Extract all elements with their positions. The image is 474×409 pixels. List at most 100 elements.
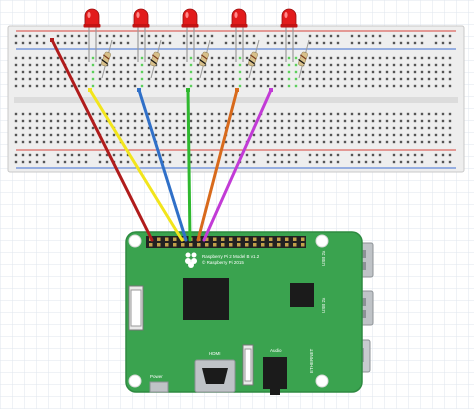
hole bbox=[364, 56, 368, 60]
hole bbox=[189, 119, 193, 123]
hole bbox=[329, 133, 333, 137]
hole bbox=[119, 126, 123, 130]
hole bbox=[385, 126, 389, 130]
rail-hole bbox=[224, 41, 228, 45]
hole bbox=[161, 119, 165, 123]
rail-hole bbox=[413, 153, 417, 157]
hole bbox=[315, 140, 319, 144]
hole bbox=[301, 119, 305, 123]
rail-hole bbox=[252, 160, 256, 164]
hole bbox=[147, 112, 151, 116]
hole bbox=[42, 126, 46, 130]
hole bbox=[196, 77, 200, 81]
rail-hole bbox=[182, 34, 186, 38]
hole bbox=[406, 56, 410, 60]
hole bbox=[392, 126, 396, 130]
hole bbox=[203, 70, 207, 74]
hole bbox=[336, 140, 340, 144]
rail-hole bbox=[420, 34, 424, 38]
hole bbox=[154, 84, 158, 88]
rail-hole bbox=[21, 160, 25, 164]
hole bbox=[161, 140, 165, 144]
hole bbox=[70, 56, 74, 60]
hole bbox=[266, 126, 270, 130]
hole bbox=[252, 140, 256, 144]
hole bbox=[315, 70, 319, 74]
hole bbox=[154, 77, 158, 81]
hole bbox=[224, 119, 228, 123]
hole bbox=[14, 63, 18, 67]
rail-hole bbox=[210, 160, 214, 164]
hole bbox=[119, 63, 123, 67]
hole bbox=[245, 56, 249, 60]
rail-hole bbox=[28, 34, 32, 38]
hole bbox=[357, 140, 361, 144]
gpio-pin bbox=[213, 237, 217, 241]
gpio-pin bbox=[269, 243, 273, 247]
rail-hole bbox=[28, 160, 32, 164]
gpio-header bbox=[146, 236, 306, 248]
hole bbox=[168, 133, 172, 137]
hole bbox=[427, 133, 431, 137]
hole bbox=[217, 126, 221, 130]
resistor-band bbox=[299, 54, 307, 60]
hole bbox=[56, 56, 60, 60]
hole bbox=[315, 119, 319, 123]
rail-hole bbox=[63, 160, 67, 164]
resistor-band bbox=[249, 54, 257, 60]
hole bbox=[434, 133, 438, 137]
hole bbox=[98, 119, 102, 123]
hole bbox=[245, 63, 249, 67]
hole bbox=[259, 119, 263, 123]
jumper-wire bbox=[196, 88, 239, 242]
hole bbox=[168, 70, 172, 74]
hole bbox=[308, 112, 312, 116]
rail-hole bbox=[448, 153, 452, 157]
hole bbox=[434, 84, 438, 88]
hole bbox=[420, 77, 424, 81]
hole bbox=[371, 126, 375, 130]
hole bbox=[252, 112, 256, 116]
hole bbox=[357, 63, 361, 67]
hole bbox=[280, 84, 284, 88]
hole bbox=[343, 119, 347, 123]
rail-hole bbox=[119, 41, 123, 45]
hole bbox=[140, 119, 144, 123]
hole bbox=[413, 63, 417, 67]
hole bbox=[413, 77, 417, 81]
hole bbox=[14, 77, 18, 81]
hole bbox=[28, 77, 32, 81]
hole bbox=[84, 112, 88, 116]
hole bbox=[308, 77, 312, 81]
active-hole bbox=[287, 77, 291, 81]
hole bbox=[77, 112, 81, 116]
hole bbox=[56, 119, 60, 123]
hole bbox=[210, 119, 214, 123]
rail-hole bbox=[245, 34, 249, 38]
hole bbox=[210, 112, 214, 116]
hole bbox=[413, 112, 417, 116]
hole bbox=[399, 56, 403, 60]
rail-hole bbox=[168, 41, 172, 45]
active-hole bbox=[189, 70, 193, 74]
hole bbox=[322, 77, 326, 81]
active-hole bbox=[140, 63, 144, 67]
hole bbox=[133, 133, 137, 137]
hole bbox=[112, 133, 116, 137]
hole bbox=[329, 140, 333, 144]
hole bbox=[427, 56, 431, 60]
hole bbox=[168, 56, 172, 60]
rail-hole bbox=[273, 41, 277, 45]
hole bbox=[49, 63, 53, 67]
hole bbox=[266, 70, 270, 74]
hole bbox=[266, 77, 270, 81]
hole bbox=[224, 112, 228, 116]
active-hole bbox=[287, 70, 291, 74]
rail-hole bbox=[196, 160, 200, 164]
hole bbox=[378, 119, 382, 123]
resistor-body bbox=[101, 51, 111, 67]
hole bbox=[301, 133, 305, 137]
active-hole bbox=[140, 56, 144, 60]
hole bbox=[259, 70, 263, 74]
hole bbox=[287, 126, 291, 130]
